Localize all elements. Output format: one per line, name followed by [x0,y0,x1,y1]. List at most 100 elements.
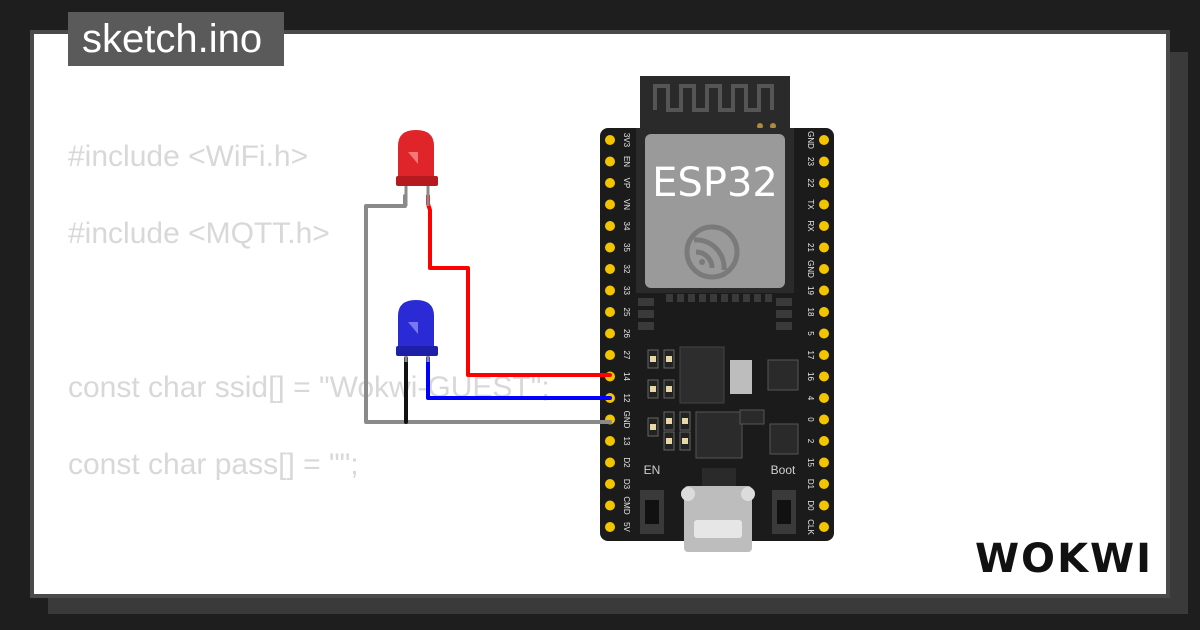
right-pin-label: 22 [806,179,815,188]
left-pin-d2[interactable] [605,457,615,468]
code-line-1: #include <WiFi.h> [68,140,309,173]
right-pin-0[interactable] [819,414,829,425]
right-pin-16[interactable] [819,371,829,382]
led-blue[interactable] [396,300,438,362]
castellation [765,294,772,302]
led-red[interactable] [396,130,438,206]
right-pin-label: 4 [806,396,815,401]
smd-body [650,356,656,362]
code-line-5: const char pass[] = ""; [68,448,359,481]
crystal [739,409,765,425]
castellation [666,294,673,302]
right-pin-d0[interactable] [819,500,829,511]
left-pin-27[interactable] [605,350,615,360]
antenna-pad [757,123,763,129]
right-pin-label: 5 [806,331,815,336]
left-pin-5v[interactable] [605,522,615,532]
right-pin-22[interactable] [819,178,829,188]
led-red-die [408,152,418,164]
right-pin-label: 2 [806,439,815,444]
left-pin-label: 3V3 [622,133,631,148]
left-pin-label: 33 [622,286,631,295]
right-pin-4[interactable] [819,393,829,403]
left-pin-en[interactable] [605,156,615,167]
left-pin-header: 3V3ENVPVN343532332526271412GND13D2D3CMD5… [605,133,631,533]
castellation [776,322,792,330]
left-pin-26[interactable] [605,328,615,339]
en-button[interactable] [645,500,659,524]
left-pin-3v3[interactable] [605,135,615,145]
left-pin-label: 25 [622,308,631,317]
right-pin-rx[interactable] [819,221,829,231]
left-pin-label: D2 [622,457,631,468]
castellation [638,322,654,330]
left-pin-d3[interactable] [605,479,615,489]
module-shield [645,134,785,288]
left-pin-label: 34 [622,222,631,231]
left-pin-13[interactable] [605,436,615,446]
left-pin-cmd[interactable] [605,500,615,511]
left-pin-vp[interactable] [605,178,615,188]
boot-button[interactable] [777,500,791,524]
left-pin-vn[interactable] [605,199,615,210]
right-pin-clk[interactable] [819,522,829,532]
usb-mount [681,487,695,501]
right-pin-label: 0 [806,417,815,422]
left-pin-label: 5V [622,522,631,532]
right-pin-label: RX [806,220,815,232]
right-pin-label: 16 [806,372,815,381]
code-line-2: #include <MQTT.h> [68,217,330,250]
chip-label: ESP32 [652,160,778,206]
right-pin-label: GND [806,131,815,149]
right-pin-label: GND [806,260,815,278]
castellation [638,298,654,306]
right-pin-18[interactable] [819,307,829,317]
left-pin-35[interactable] [605,242,615,253]
left-pin-label: D3 [622,479,631,490]
transistor [769,423,799,455]
castellation [732,294,739,302]
castellation [776,298,792,306]
antenna-trace-icon [653,84,774,112]
wire-red-pin14[interactable] [426,194,612,377]
smd-body [666,418,672,424]
led-blue-die [408,322,418,334]
smd-body [682,418,688,424]
right-pin-label: 18 [806,308,815,317]
left-pin-label: CMD [622,496,631,514]
right-pin-gnd[interactable] [819,135,829,145]
right-pin-17[interactable] [819,350,829,360]
right-pin-19[interactable] [819,285,829,296]
file-tab-sketch[interactable]: sketch.ino [68,12,285,66]
left-pin-label: VN [622,199,631,210]
right-pin-d1[interactable] [819,479,829,489]
right-pin-gnd[interactable] [819,264,829,274]
left-pin-label: 14 [622,372,631,381]
right-pin-15[interactable] [819,457,829,468]
right-pin-tx[interactable] [819,199,829,210]
castellation [677,294,684,302]
left-pin-33[interactable] [605,285,615,296]
usb-mount [741,487,755,501]
castellation [721,294,728,302]
left-pin-label: VP [622,178,631,189]
right-pin-2[interactable] [819,436,829,446]
left-pin-25[interactable] [605,307,615,317]
left-pin-label: EN [622,156,631,167]
right-pin-21[interactable] [819,242,829,253]
smd-body [682,438,688,444]
espressif-logo-icon [684,224,740,280]
led-blue-rim [396,346,438,356]
regulator-tab [730,360,752,394]
left-pin-32[interactable] [605,264,615,274]
smd-parts [647,349,691,451]
castellation [699,294,706,302]
right-pin-5[interactable] [819,328,829,339]
right-pin-23[interactable] [819,156,829,167]
left-pin-34[interactable] [605,221,615,231]
module-castellations [638,294,792,330]
wire-blue-pin12[interactable] [426,356,612,400]
